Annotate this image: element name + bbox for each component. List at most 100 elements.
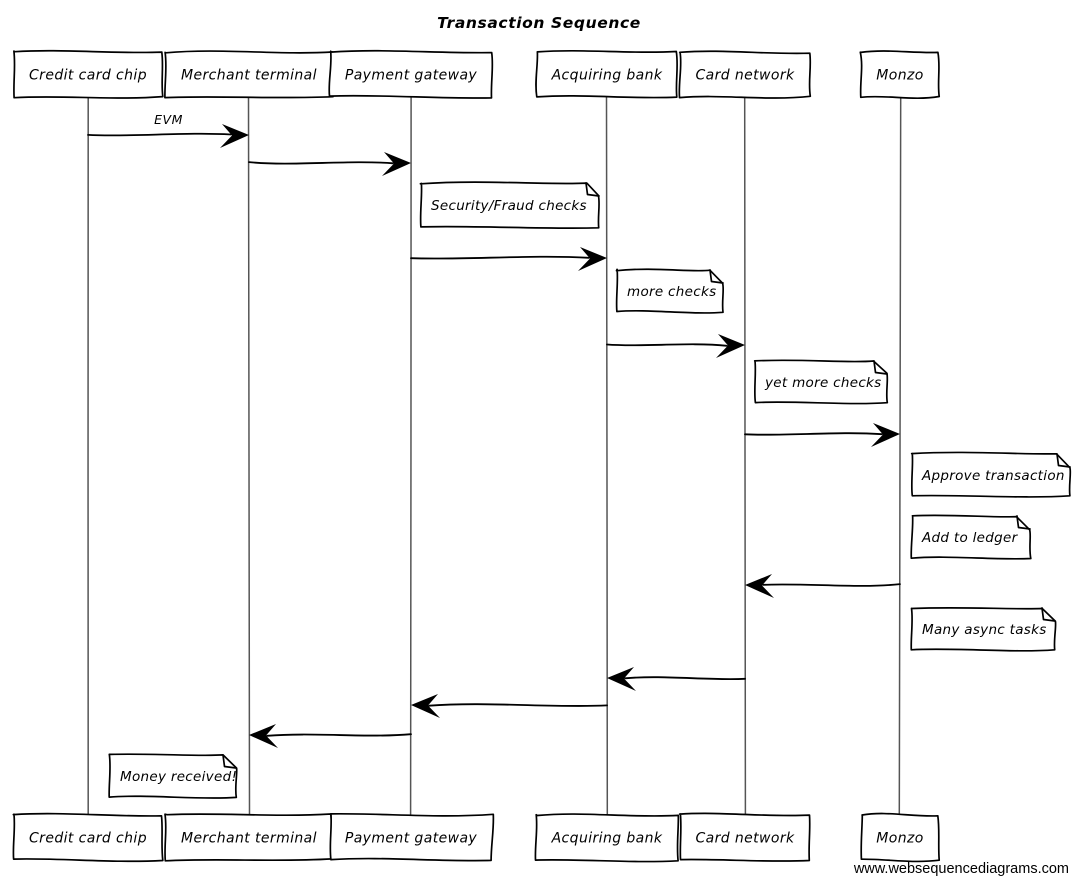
participant-label: Merchant terminal	[181, 68, 317, 84]
participant-label: Acquiring bank	[551, 68, 663, 84]
lifeline-network	[743, 96, 747, 816]
participant-label: Payment gateway	[345, 68, 478, 84]
notes-group: Security/Fraud checks more checks yet more…	[108, 181, 1072, 799]
note-security-fraud-checks: Security/Fraud checks	[419, 181, 600, 230]
message-arrowhead	[382, 152, 411, 176]
participant-label: Merchant terminal	[181, 831, 317, 847]
diagram-title: Transaction Sequence	[437, 14, 641, 32]
participant-label: Acquiring bank	[551, 831, 663, 847]
message-arrowhead	[745, 574, 774, 598]
note-label: Many async tasks	[922, 622, 1047, 638]
participant-box-acquirer-bottom: Acquiring bank	[534, 813, 680, 863]
participant-header-boxes: Credit card chip Merchant terminal Payment…	[13, 49, 941, 99]
note-fold-corner-icon	[709, 269, 724, 284]
participant-box-monzo-top: Monzo	[859, 50, 941, 99]
message-line	[410, 255, 590, 260]
participant-box-outline	[860, 812, 941, 863]
participant-box-acquirer-top: Acquiring bank	[535, 49, 679, 99]
note-add-to-ledger: Add to ledger	[910, 514, 1032, 560]
note-fold-corner-icon	[1041, 607, 1056, 622]
message-monzo-to-network	[745, 574, 901, 598]
lifeline-terminal	[247, 96, 251, 816]
participant-box-outline	[328, 49, 494, 99]
message-line	[87, 132, 232, 137]
participant-box-chip-bottom: Credit card chip	[12, 812, 164, 863]
note-label: Add to ledger	[921, 530, 1019, 546]
message-arrowhead	[607, 667, 636, 691]
participant-box-gateway-top: Payment gateway	[328, 49, 494, 99]
lifeline-gateway	[409, 96, 412, 816]
participant-box-outline	[859, 50, 941, 99]
note-fold-corner-icon	[1056, 453, 1071, 468]
participant-box-outline	[12, 812, 164, 863]
message-line	[606, 343, 728, 347]
participant-label: Card network	[695, 68, 795, 84]
participant-box-chip-top: Credit card chip	[13, 49, 164, 99]
note-approve-transaction: Approve transaction	[910, 451, 1072, 498]
message-acquirer-to-gateway	[411, 694, 608, 718]
lifelines-group	[86, 96, 902, 816]
message-acquirer-to-network	[606, 334, 745, 358]
participant-box-terminal-top: Merchant terminal	[164, 50, 334, 99]
participant-box-network-bottom: Card network	[678, 812, 811, 862]
participant-footer-boxes: Credit card chip Merchant terminal Payment…	[12, 812, 941, 863]
participant-box-gateway-bottom: Payment gateway	[329, 812, 495, 862]
participant-box-outline	[678, 50, 812, 99]
note-outline	[419, 181, 600, 230]
message-terminal-to-gateway	[248, 152, 411, 176]
note-outline	[108, 753, 238, 799]
note-yet-more-checks: yet more checks	[753, 359, 889, 405]
lifeline-monzo	[898, 96, 902, 816]
message-arrowhead	[578, 247, 607, 271]
note-fold-corner-icon	[585, 182, 600, 197]
message-line	[744, 432, 883, 436]
participant-box-outline	[13, 49, 164, 99]
message-line	[762, 583, 901, 587]
message-network-to-monzo	[744, 423, 900, 447]
note-label: Security/Fraud checks	[431, 198, 587, 214]
participant-label: Monzo	[876, 68, 923, 84]
footer-watermark: www.websequencediagrams.com	[853, 861, 1069, 877]
participant-box-network-top: Card network	[678, 50, 812, 99]
message-gateway-to-acquirer	[410, 247, 607, 271]
message-arrowhead	[220, 124, 249, 148]
message-line	[248, 161, 394, 165]
note-many-async-tasks: Many async tasks	[910, 606, 1057, 652]
note-outline	[615, 268, 725, 314]
message-label: EVM	[154, 112, 183, 127]
note-label: Approve transaction	[921, 468, 1065, 484]
note-outline	[753, 359, 889, 405]
message-gateway-to-terminal	[249, 724, 412, 748]
message-arrowhead	[716, 334, 745, 358]
note-outline	[910, 451, 1072, 498]
lifeline-chip	[86, 96, 90, 816]
participant-box-outline	[534, 813, 680, 863]
message-line	[428, 703, 608, 707]
note-fold-corner-icon	[873, 360, 888, 375]
message-arrowhead	[411, 694, 440, 718]
participant-box-outline	[329, 812, 495, 862]
note-label: yet more checks	[764, 375, 882, 391]
lifeline-acquirer	[605, 96, 609, 816]
participant-label: Payment gateway	[345, 831, 478, 847]
note-fold-corner-icon	[222, 754, 237, 769]
participant-box-outline	[678, 812, 811, 862]
note-more-checks: more checks	[615, 268, 725, 314]
note-money-received: Money received!	[108, 753, 238, 799]
participant-label: Credit card chip	[29, 831, 147, 847]
note-outline	[910, 514, 1032, 560]
messages-group: EVM	[87, 112, 901, 748]
participant-box-monzo-bottom: Monzo	[860, 812, 941, 863]
participant-label: Card network	[695, 831, 795, 847]
note-fold-corner-icon	[1016, 515, 1031, 530]
participant-label: Credit card chip	[29, 68, 147, 84]
message-line	[624, 676, 746, 681]
participant-box-outline	[535, 49, 679, 99]
message-arrowhead	[249, 724, 278, 748]
note-label: Money received!	[120, 769, 237, 785]
message-line	[266, 733, 412, 737]
note-outline	[910, 606, 1057, 652]
participant-label: Monzo	[876, 831, 923, 847]
